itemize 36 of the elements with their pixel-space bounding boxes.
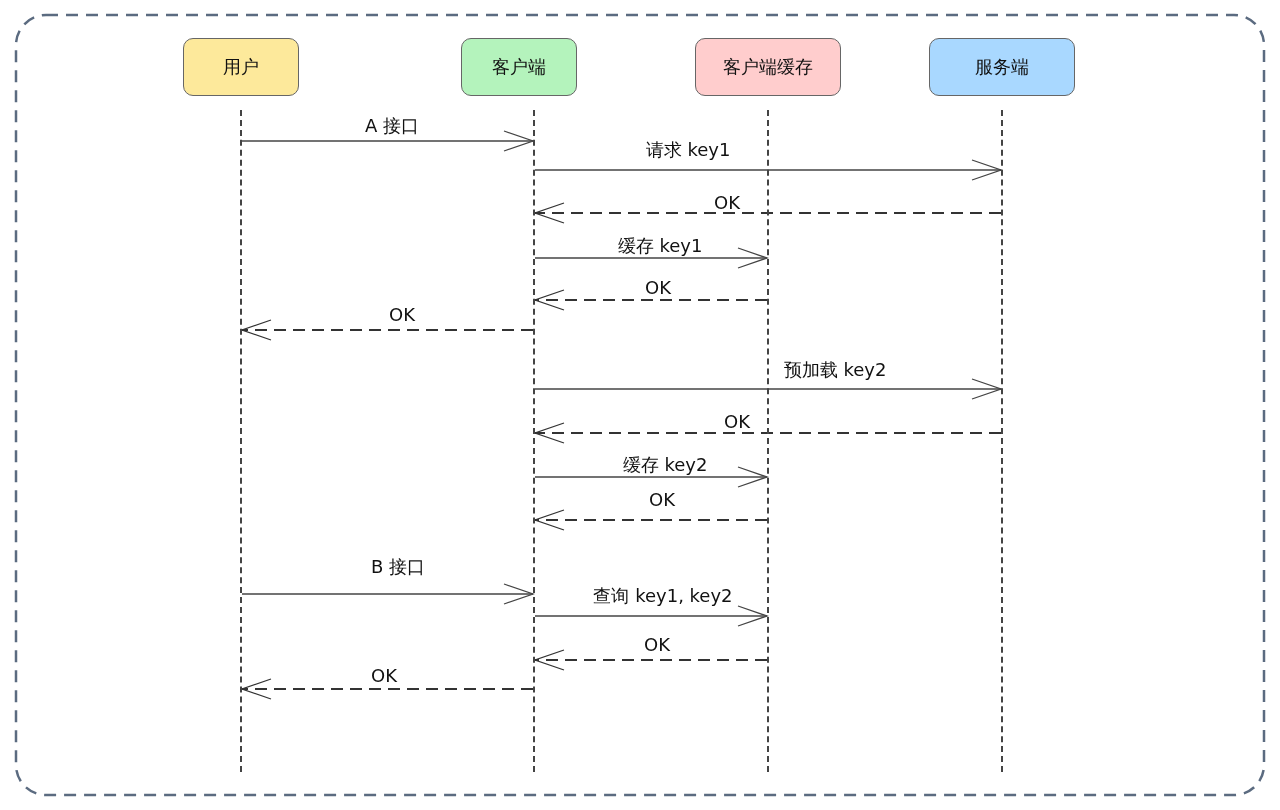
edge-label: OK — [723, 412, 751, 432]
message-arrow — [534, 378, 1002, 400]
edge-label: B 接口 — [369, 557, 427, 577]
edge-label: 查询 key1, key2 — [592, 586, 734, 606]
edge-label: OK — [643, 635, 671, 655]
edge-label: 预加载 key2 — [782, 360, 888, 380]
return-arrow — [534, 289, 768, 311]
edge-label: 缓存 key1 — [616, 236, 704, 256]
return-arrow — [241, 678, 534, 700]
message-arrow — [241, 130, 534, 152]
message-arrow — [534, 466, 768, 488]
message-arrow — [534, 605, 768, 627]
lifeline — [1001, 110, 1003, 772]
lifeline — [533, 110, 535, 772]
edge-label: OK — [370, 666, 398, 686]
edge-label: OK — [388, 305, 416, 325]
participant-box: 客户端缓存 — [695, 38, 841, 96]
edge-label: OK — [644, 278, 672, 298]
return-arrow — [534, 649, 768, 671]
participant-box: 用户 — [183, 38, 299, 96]
edge-label: 请求 key1 — [644, 140, 732, 160]
message-arrow — [534, 247, 768, 269]
edge-label: OK — [713, 193, 741, 213]
lifeline — [240, 110, 242, 772]
participant-box: 客户端 — [461, 38, 577, 96]
return-arrow — [534, 422, 1002, 444]
return-arrow — [534, 202, 1002, 224]
edge-label: 缓存 key2 — [621, 455, 709, 475]
message-arrow — [534, 159, 1002, 181]
message-arrow — [241, 583, 534, 605]
return-arrow — [534, 509, 768, 531]
return-arrow — [241, 319, 534, 341]
edge-label: OK — [648, 490, 676, 510]
participant-box: 服务端 — [929, 38, 1075, 96]
lifeline — [767, 110, 769, 772]
edge-label: A 接口 — [364, 116, 420, 136]
